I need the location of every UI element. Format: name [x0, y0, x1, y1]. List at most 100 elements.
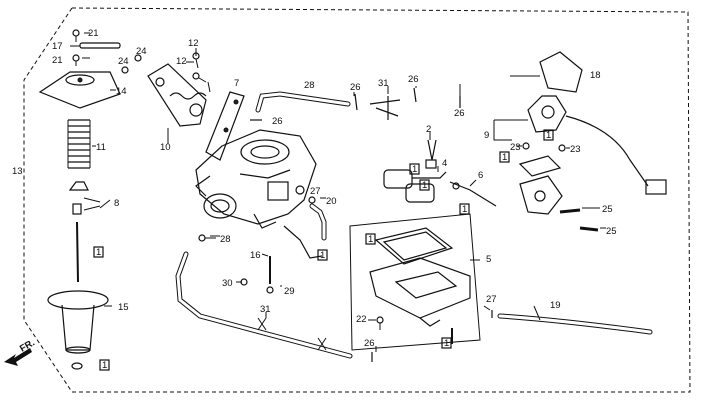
callout-26-c: 26: [408, 74, 419, 85]
screw-29: [266, 286, 274, 294]
carburetor-body: [195, 129, 317, 229]
callout-21-lower: 21: [52, 55, 63, 66]
svg-text:1: 1: [422, 180, 427, 191]
boxed-ref-5: 1: [409, 163, 420, 175]
svg-text:1: 1: [320, 250, 325, 261]
callout-29: 29: [284, 286, 295, 297]
boxed-ref-6: 1: [459, 203, 470, 215]
callout-31-b: 31: [260, 304, 271, 315]
callout-25-a: 25: [602, 204, 613, 215]
svg-text:1: 1: [368, 234, 373, 245]
callout-26-e: 26: [364, 338, 375, 349]
svg-text:1: 1: [546, 130, 551, 141]
boxed-ref-2: 1: [99, 359, 110, 371]
gasket-choke: [518, 155, 562, 177]
bracket-10: [147, 63, 207, 127]
svg-text:1: 1: [444, 338, 449, 349]
callout-22: 22: [356, 314, 367, 325]
screw-25a: [559, 208, 581, 214]
callout-6: 6: [478, 170, 483, 181]
assembly-boundary: [23, 7, 691, 393]
callout-21-top: 21: [88, 28, 99, 39]
auto-choke-cover-18: [539, 51, 583, 93]
svg-text:1: 1: [462, 204, 467, 215]
callout-13: 13: [12, 166, 23, 177]
callout-28-b: 28: [220, 234, 231, 245]
float-chamber-bowl: [369, 257, 471, 327]
callout-31-a: 31: [378, 78, 389, 89]
callout-23-b: 23: [570, 144, 581, 155]
svg-text:1: 1: [412, 164, 417, 175]
jet-6: [449, 181, 497, 207]
callout-12-b: 12: [176, 56, 187, 67]
callout-4: 4: [442, 158, 447, 169]
choke-wire: [565, 115, 667, 195]
screw-25b: [579, 226, 599, 232]
chamber-cover-14: [38, 71, 121, 109]
callout-23-a: 23: [510, 142, 521, 153]
screw-23a: [522, 142, 530, 150]
front-label: FR.: [18, 337, 37, 354]
callout-27-a: 27: [310, 186, 321, 197]
clip-27: [308, 196, 316, 204]
screw-22: [376, 316, 384, 330]
callout-20: 20: [326, 196, 337, 207]
callout-12-a: 12: [188, 38, 199, 49]
screw-12b: [192, 72, 207, 83]
boxed-ref-9: 1: [419, 179, 430, 191]
small-cap: [71, 362, 83, 370]
float-chamber-gasket: [374, 227, 454, 265]
screw-21-top: [72, 29, 80, 42]
jet-needle: [76, 221, 79, 283]
svg-text:1: 1: [96, 247, 101, 258]
callout-26-d: 26: [454, 108, 465, 119]
callout-24-a: 24: [136, 46, 147, 57]
plate-7: [205, 91, 245, 161]
screw-23b: [558, 144, 566, 152]
boxed-ref-7: 1: [499, 151, 510, 163]
callout-27-b: 27: [486, 294, 497, 305]
clip-26-right: [413, 87, 417, 103]
boxed-ref-10: 1: [543, 129, 554, 141]
callout-10: 10: [160, 142, 171, 153]
boxed-ref-8: 1: [441, 337, 452, 349]
callout-30: 30: [222, 278, 233, 289]
screw-24a: [134, 54, 142, 62]
spring-11: [67, 119, 91, 169]
callout-8: 8: [114, 198, 119, 209]
callout-11: 11: [96, 142, 106, 153]
choke-flange: [519, 175, 563, 215]
screw-21-lower: [72, 54, 80, 66]
rod-17: [79, 42, 121, 49]
float-valve-2: [425, 139, 437, 169]
boxed-ref-1: 1: [93, 246, 104, 258]
overflow-hose-31: [175, 251, 353, 359]
auto-choke-9: [527, 95, 567, 133]
clip-26-top: [354, 93, 358, 111]
callout-26-b: 26: [350, 82, 361, 93]
diaphragm-piston-15: [47, 290, 109, 354]
svg-text:1: 1: [502, 152, 507, 163]
callout-17: 17: [52, 41, 63, 52]
hose-28: [255, 91, 351, 113]
screw-24b: [121, 66, 129, 74]
hose-20: [309, 203, 327, 241]
callout-7: 7: [234, 78, 239, 89]
float-chamber-box: [349, 213, 481, 351]
callout-24-b: 24: [118, 56, 129, 67]
callout-26-a: 26: [272, 116, 283, 127]
callout-19: 19: [550, 300, 561, 311]
callout-14: 14: [116, 86, 127, 97]
callout-18: 18: [590, 70, 601, 81]
callout-2: 2: [426, 124, 431, 135]
callout-25-b: 25: [606, 226, 617, 237]
tee-31: [369, 96, 401, 120]
boxed-ref-4: 1: [365, 233, 376, 245]
front-direction-arrow: FR.: [4, 337, 37, 366]
cable-guide-16: [283, 225, 323, 259]
callout-15: 15: [118, 302, 129, 313]
boxed-ref-3: 1: [317, 249, 328, 261]
callout-16: 16: [250, 250, 261, 261]
